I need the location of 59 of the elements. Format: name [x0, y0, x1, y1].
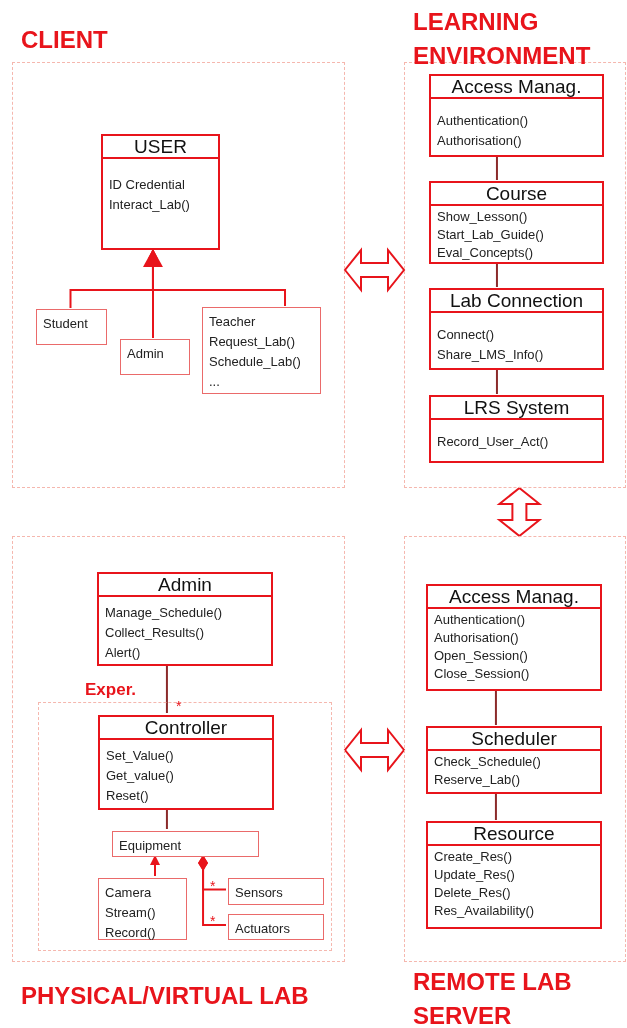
connector-line	[495, 155, 498, 181]
class-name: Admin	[99, 574, 271, 597]
class-box	[426, 726, 602, 794]
double-block-arrow	[343, 247, 406, 293]
class-box	[97, 572, 273, 666]
group-heading: LEARNING ENVIRONMENT	[413, 7, 592, 71]
member-list: Check_Schedule() Reserve_Lab()	[434, 753, 541, 789]
connector-line	[494, 689, 497, 726]
class-box	[429, 395, 604, 463]
class-box	[426, 584, 602, 691]
member-list: Set_Value() Get_value() Reset()	[106, 746, 174, 806]
class-name: Course	[431, 183, 602, 206]
class-box	[101, 134, 220, 250]
group-heading: Exper.	[85, 679, 138, 701]
member-list: Show_Lesson() Start_Lab_Guide() Eval_Concepts()	[437, 208, 544, 262]
member-list: Record_User_Act()	[437, 432, 549, 452]
member-list: Authentication() Authorisation() Open_Session() Close_Session()	[434, 611, 530, 683]
class-box: Equipment	[112, 831, 259, 857]
class-box	[429, 181, 604, 264]
connector-line	[165, 664, 168, 714]
class-box: Admin	[120, 339, 190, 375]
class-box: Sensors	[228, 878, 324, 905]
arrow	[142, 248, 286, 307]
class-box: Student	[36, 309, 107, 345]
multiplicity-label: *	[210, 914, 216, 928]
multiplicity-label: *	[176, 699, 182, 713]
connector-line	[495, 368, 498, 395]
class-name: Camera	[105, 884, 152, 902]
member-list: Stream() Record()	[105, 903, 156, 943]
double-block-arrow	[496, 486, 543, 538]
class-box	[202, 307, 321, 394]
member-list: Create_Res() Update_Res() Delete_Res() Res_Availability()	[434, 848, 535, 920]
connector-line	[495, 262, 498, 288]
class-name: Controller	[100, 717, 272, 740]
class-name: Access Manag.	[428, 586, 600, 609]
group-heading: CLIENT	[21, 25, 109, 55]
class-box	[426, 821, 602, 929]
class-name: LRS System	[431, 397, 602, 420]
class-box: Actuators	[228, 914, 324, 940]
group-heading: PHYSICAL/VIRTUAL LAB	[21, 981, 310, 1011]
class-box	[98, 715, 274, 810]
class-name: Scheduler	[428, 728, 600, 751]
class-box	[429, 288, 604, 370]
member-list: ID Credential Interact_Lab()	[109, 175, 190, 215]
class-name: Access Manag.	[431, 76, 602, 99]
double-block-arrow	[343, 727, 406, 773]
member-list: Request_Lab() Schedule_Lab() ...	[209, 332, 301, 392]
class-name: Resource	[428, 823, 600, 846]
class-box	[98, 878, 187, 940]
group-heading: REMOTE LAB SERVER	[413, 967, 573, 1028]
class-box	[429, 74, 604, 157]
member-list: Authentication() Authorisation()	[437, 111, 529, 151]
class-name: USER	[103, 136, 218, 159]
connector-line	[494, 792, 497, 821]
member-list: Connect() Share_LMS_Info()	[437, 325, 544, 365]
class-name: Teacher	[209, 313, 256, 331]
member-list: Manage_Schedule() Collect_Results() Alert()	[105, 603, 223, 663]
multiplicity-label: *	[210, 879, 216, 893]
class-name: Lab Connection	[431, 290, 602, 313]
